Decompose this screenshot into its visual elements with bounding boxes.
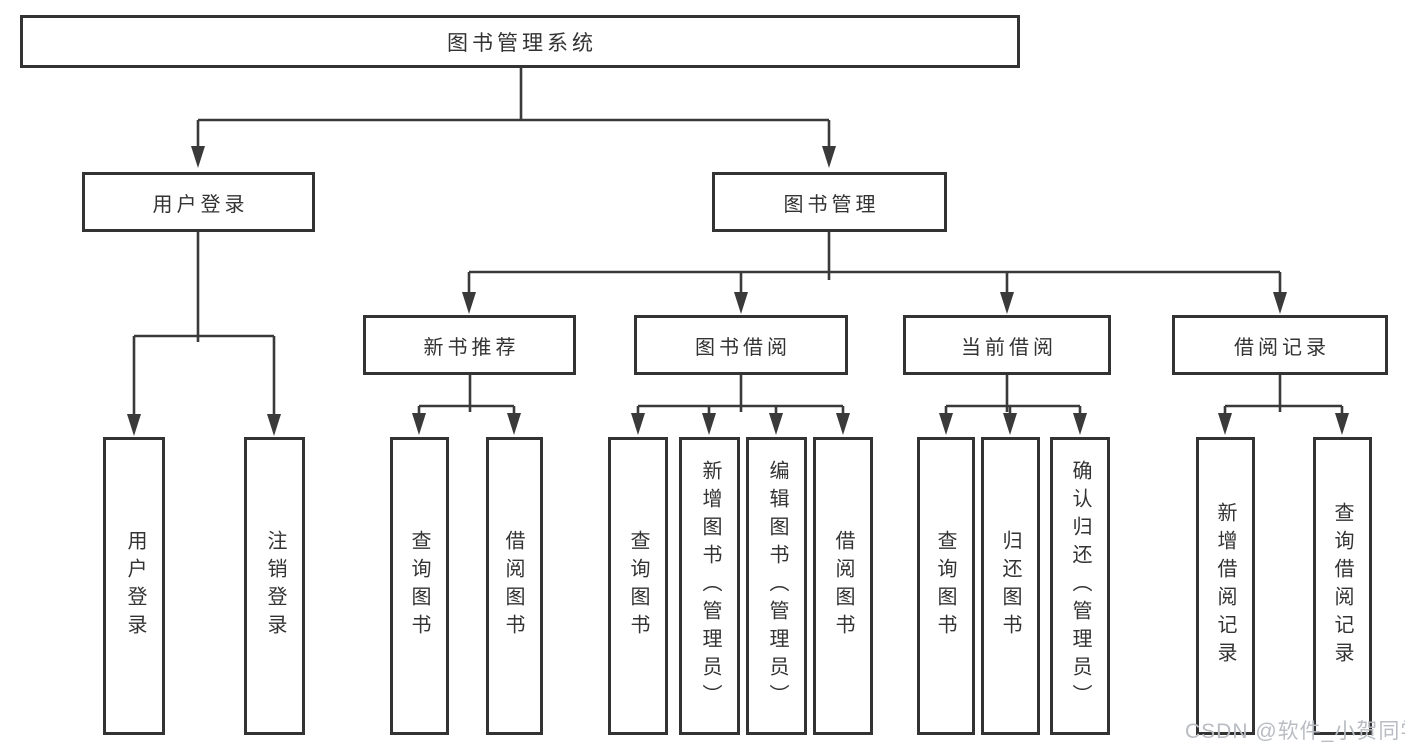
node-user-login: 用户登录	[82, 172, 315, 232]
connector-currentborrow-to-leaves	[939, 375, 1087, 435]
leaf-query-books-borrow: 查询图书	[608, 437, 668, 735]
leaf-logout: 注销登录	[244, 437, 305, 735]
node-book-borrow: 图书借阅	[634, 315, 848, 375]
leaf-confirm-return-admin: 确认归还（管理员）	[1050, 437, 1110, 735]
watermark: CSDN @软件_小贺同学	[1185, 720, 1405, 743]
leaf-query-books-recommend: 查询图书	[390, 437, 449, 735]
leaf-query-borrow-record: 查询借阅记录	[1313, 437, 1372, 735]
connector-borrowrecord-to-leaves	[1218, 375, 1349, 435]
connector-bookborrow-to-leaves	[631, 375, 850, 435]
connector-newbook-to-leaves	[412, 375, 521, 435]
node-book-management: 图书管理	[712, 172, 947, 232]
node-new-book-recommend: 新书推荐	[363, 315, 576, 375]
connector-userlogin-to-leaves	[127, 232, 281, 436]
leaf-user-login: 用户登录	[103, 437, 165, 735]
leaf-add-borrow-record: 新增借阅记录	[1196, 437, 1255, 735]
leaf-query-books-current: 查询图书	[917, 437, 975, 735]
leaf-borrow-books-recommend: 借阅图书	[486, 437, 543, 735]
leaf-add-books-admin: 新增图书（管理员）	[679, 437, 740, 735]
leaf-edit-books-admin: 编辑图书（管理员）	[746, 437, 807, 735]
node-root-system: 图书管理系统	[20, 15, 1020, 68]
node-current-borrow: 当前借阅	[903, 315, 1111, 375]
connector-bookmgmt-to-level3	[462, 232, 1287, 314]
leaf-return-books: 归还图书	[981, 437, 1040, 735]
connector-root-to-level2	[191, 68, 836, 168]
node-borrow-records: 借阅记录	[1172, 315, 1388, 375]
leaf-borrow-books: 借阅图书	[813, 437, 873, 735]
